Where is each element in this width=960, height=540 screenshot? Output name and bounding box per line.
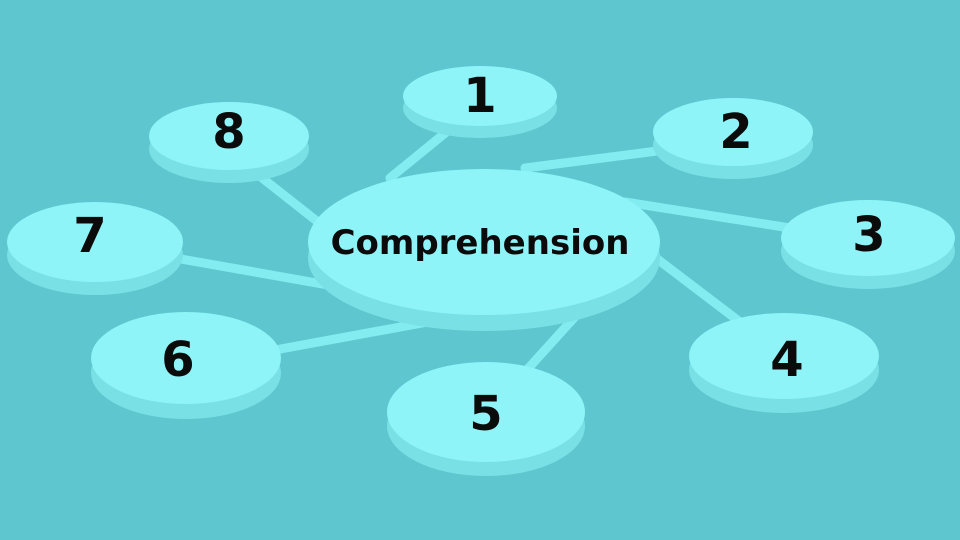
node-label-2: 2 bbox=[719, 104, 752, 160]
node-8: 8 bbox=[149, 102, 309, 183]
node-7: 7 bbox=[7, 202, 183, 295]
node-label-5: 5 bbox=[469, 386, 502, 442]
node-1: 1 bbox=[403, 66, 557, 138]
connector-3 bbox=[620, 197, 795, 233]
connector-4 bbox=[647, 250, 745, 327]
node-label-7: 7 bbox=[73, 208, 106, 264]
node-label-8: 8 bbox=[212, 104, 245, 160]
connector-2 bbox=[520, 145, 670, 173]
node-label-3: 3 bbox=[852, 207, 885, 263]
node-4: 4 bbox=[689, 313, 879, 413]
connector-7 bbox=[170, 253, 350, 293]
node-label-6: 6 bbox=[161, 332, 194, 388]
node-5: 5 bbox=[387, 362, 585, 476]
center-label: Comprehension bbox=[331, 223, 630, 263]
node-2: 2 bbox=[653, 98, 813, 179]
center-node: Comprehension bbox=[308, 169, 660, 331]
node-label-1: 1 bbox=[463, 68, 496, 124]
node-label-4: 4 bbox=[770, 332, 803, 388]
node-6: 6 bbox=[91, 312, 281, 419]
node-3: 3 bbox=[781, 200, 955, 289]
